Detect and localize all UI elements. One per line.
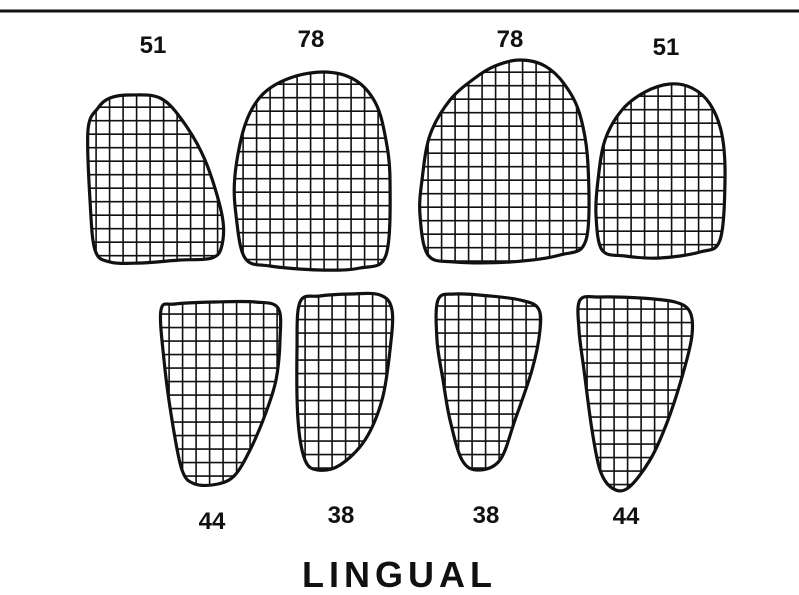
lower-tooth-2 — [295, 292, 394, 472]
lower-tooth-3 — [435, 292, 542, 472]
upper-tooth-3-grid — [418, 58, 590, 264]
upper-label-4: 51 — [653, 36, 680, 60]
lower-tooth-2-grid — [295, 292, 394, 472]
lower-tooth-4-outline — [578, 297, 693, 491]
view-caption: LINGUAL — [302, 557, 497, 593]
lower-tooth-3-grid — [435, 292, 542, 472]
upper-tooth-1-grid — [86, 93, 224, 265]
lower-tooth-1 — [159, 300, 282, 486]
lower-label-2: 38 — [328, 504, 355, 528]
lower-label-3: 38 — [473, 504, 500, 528]
upper-tooth-2 — [233, 70, 392, 272]
upper-tooth-4 — [594, 82, 727, 260]
lower-label-1: 44 — [199, 510, 226, 534]
upper-tooth-3 — [418, 58, 590, 264]
upper-label-2: 78 — [298, 28, 325, 52]
upper-label-1: 51 — [140, 34, 167, 58]
teeth-group — [86, 58, 727, 491]
lower-tooth-4 — [577, 295, 694, 491]
upper-label-3: 78 — [497, 28, 524, 52]
lower-label-4: 44 — [613, 505, 640, 529]
upper-tooth-4-grid — [594, 82, 727, 260]
lower-tooth-1-outline — [160, 301, 280, 485]
upper-tooth-1 — [86, 93, 224, 265]
upper-tooth-2-outline — [234, 72, 390, 270]
